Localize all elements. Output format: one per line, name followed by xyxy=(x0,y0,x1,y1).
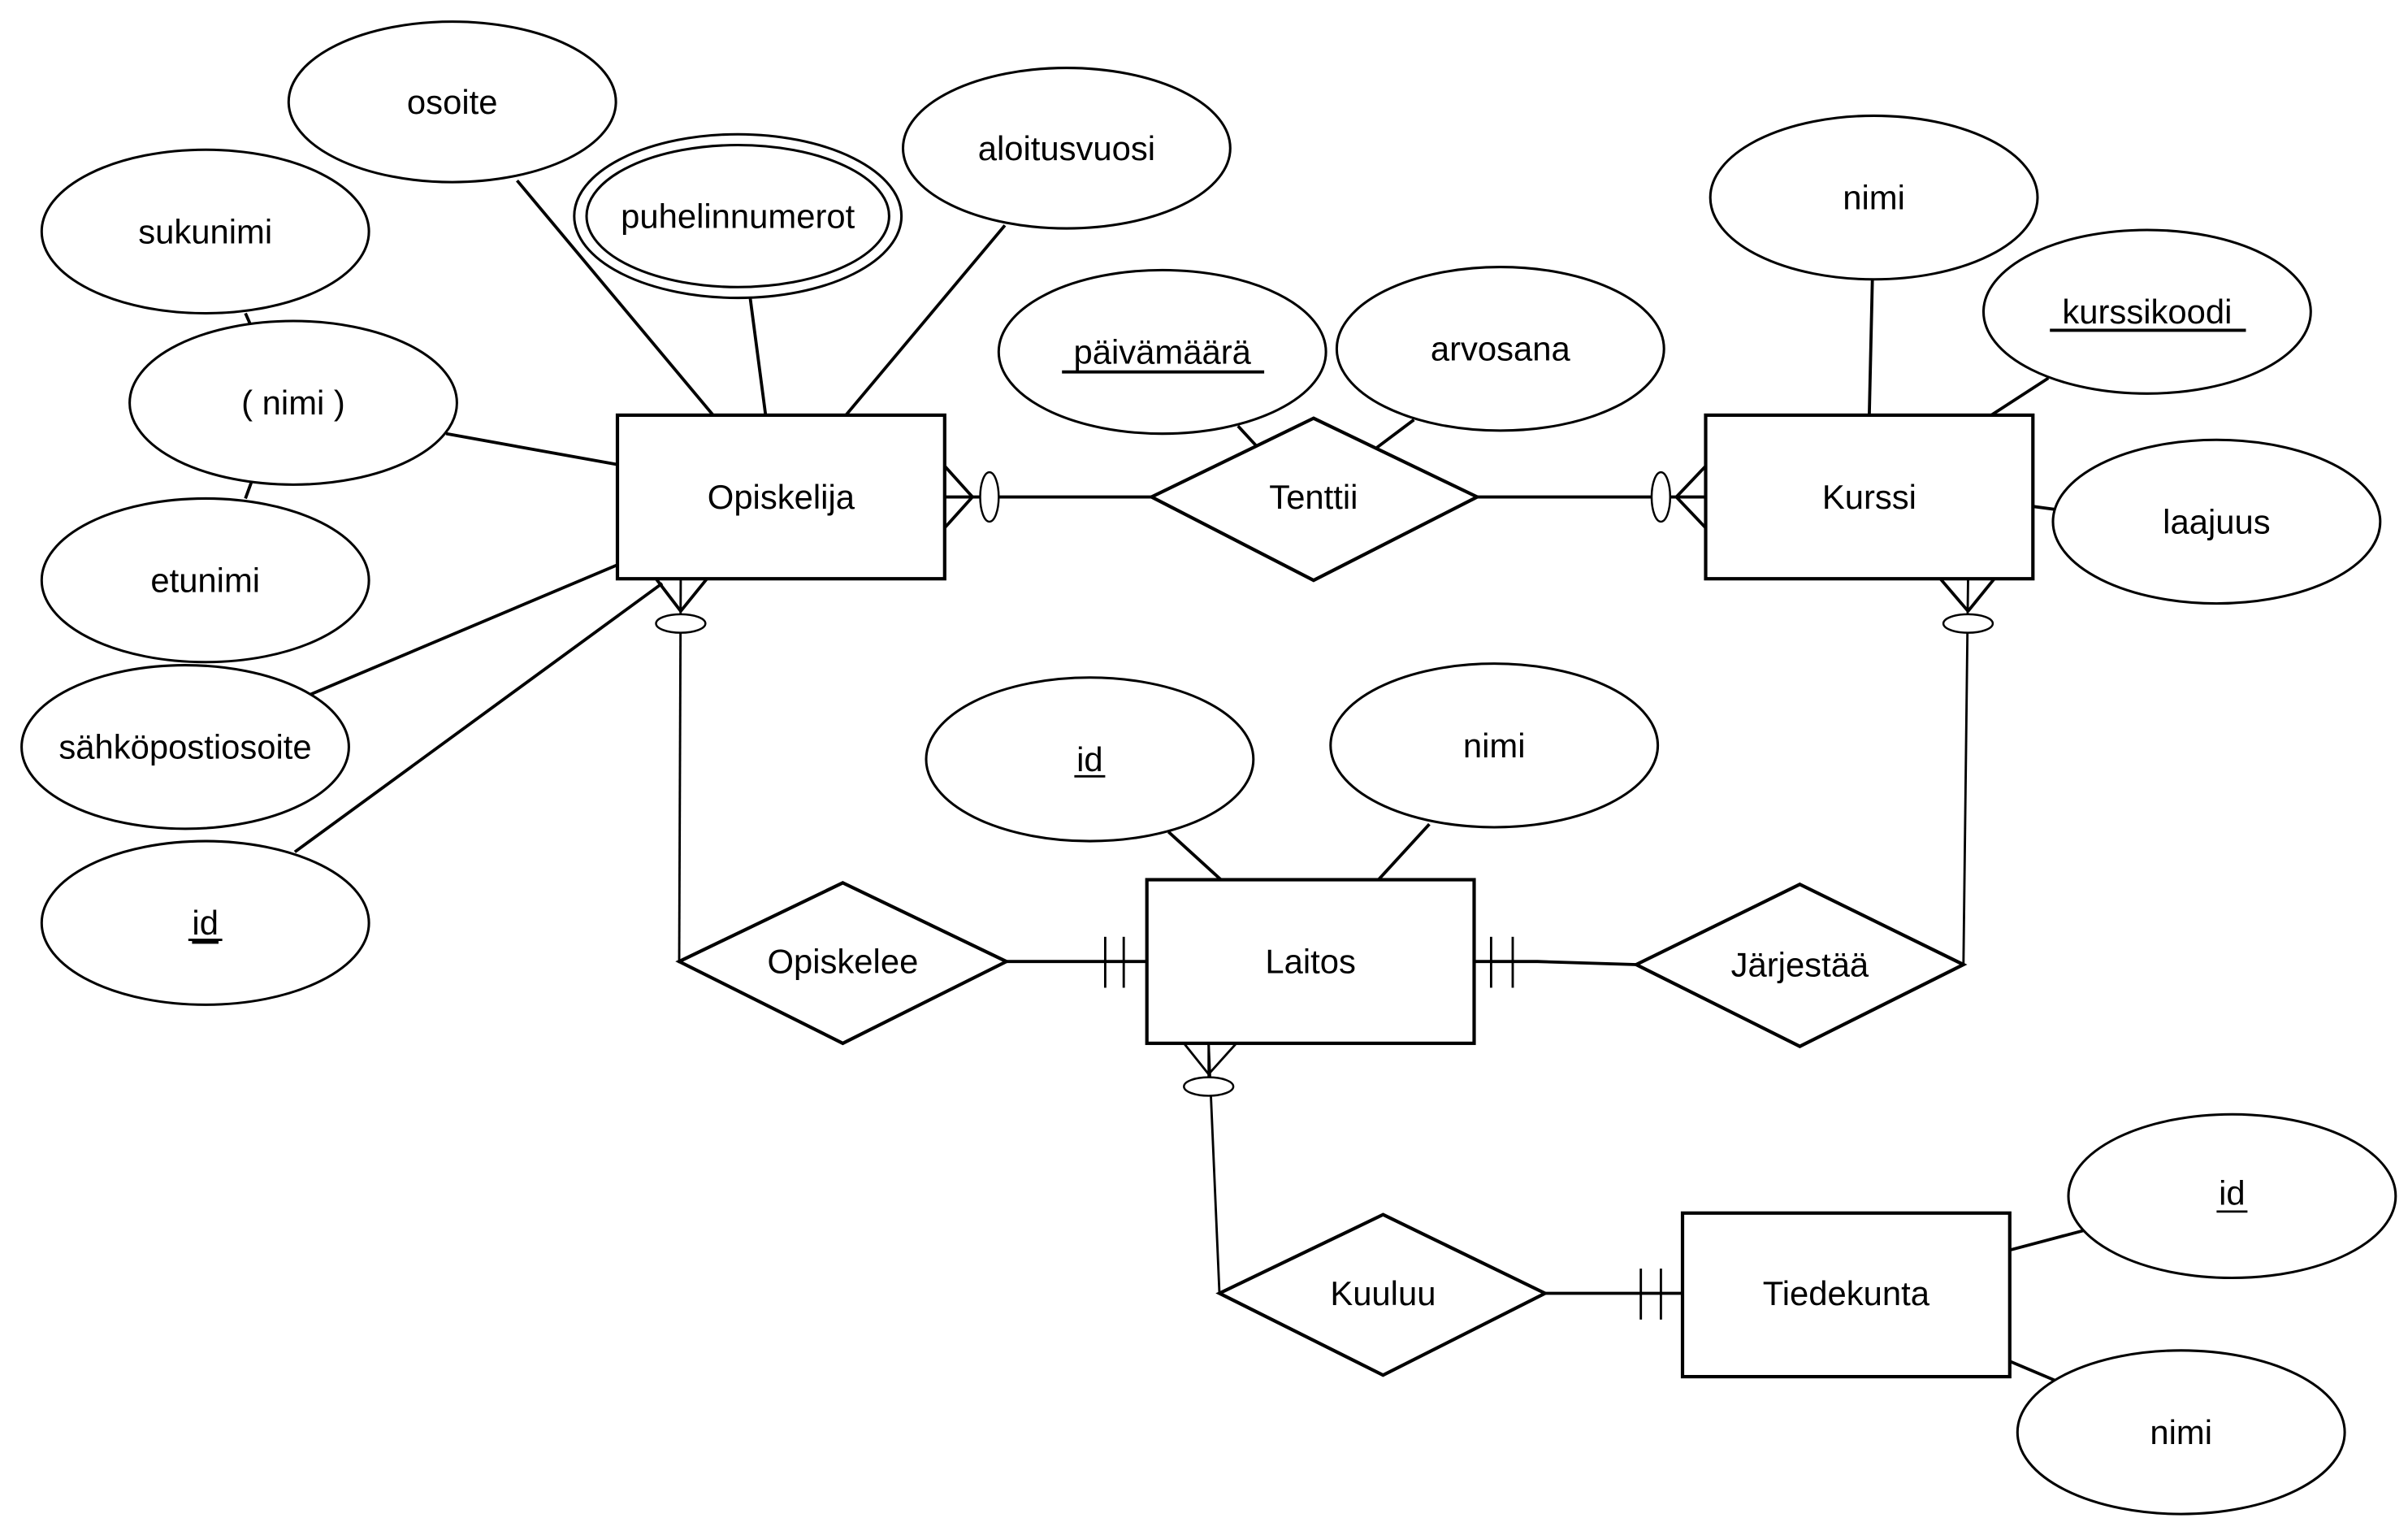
entity-opiskelija[interactable]: Opiskelija xyxy=(615,413,946,581)
attribute-label: id xyxy=(192,904,219,942)
relationship-label: Järjestää xyxy=(1731,946,1869,984)
relationships: Tenttii Opiskelee Järjestää Kuuluu xyxy=(675,416,1968,1377)
entity-kurssi[interactable]: Kurssi xyxy=(1704,413,2035,581)
connector-laajuus xyxy=(2031,505,2055,511)
attribute-nimi-composite[interactable]: ( nimi ) xyxy=(128,319,458,486)
connector-arvosana xyxy=(1375,419,1415,449)
attribute-sukunimi[interactable]: sukunimi xyxy=(40,148,370,315)
connector-id xyxy=(293,582,664,853)
relationship-label: Tenttii xyxy=(1269,478,1358,516)
connector-etunimi xyxy=(244,480,253,500)
attribute-label: sähköpostiosoite xyxy=(58,728,311,766)
attribute-label: kurssikoodi xyxy=(2062,293,2232,331)
attribute-aloitusvuosi[interactable]: aloitusvuosi xyxy=(901,67,1232,230)
attribute-tiedekunta-id-key[interactable]: id xyxy=(2067,1112,2397,1280)
relationship-kuuluu[interactable]: Kuuluu xyxy=(1215,1212,1549,1377)
connector-kurssi-nimi xyxy=(1868,279,1874,415)
entity-tiedekunta[interactable]: Tiedekunta xyxy=(1680,1211,2012,1379)
connector-paivamaara xyxy=(1236,424,1258,448)
attribute-label: nimi xyxy=(1463,726,1526,765)
attribute-label: ( nimi ) xyxy=(241,384,345,422)
attribute-label: aloitusvuosi xyxy=(978,129,1155,167)
attribute-arvosana[interactable]: arvosana xyxy=(1335,266,1665,432)
connector-sahkopostiosoite xyxy=(310,563,618,696)
crowfoot-many-icon xyxy=(654,578,708,613)
attributes: osoite puhelinnumerot aloitusvuosi sukun… xyxy=(20,20,2397,1516)
attribute-label: nimi xyxy=(2150,1413,2212,1451)
connector-laitos-nimi xyxy=(1377,822,1431,881)
attribute-label: nimi xyxy=(1843,179,1905,217)
attribute-puhelinnumerot-multivalued[interactable]: puhelinnumerot xyxy=(573,132,903,300)
connector-kurssikoodi xyxy=(1990,376,2050,417)
attribute-laitos-id-key[interactable]: id xyxy=(925,676,1255,843)
attribute-sahkopostiosoite[interactable]: sähköpostiosoite xyxy=(20,664,350,831)
exactly-one-icon xyxy=(1103,936,1125,988)
attribute-label: puhelinnumerot xyxy=(621,197,855,235)
connector-tiedekunta-nimi xyxy=(2009,1360,2062,1385)
attribute-label: päivämäärä xyxy=(1074,333,1252,371)
attribute-paivamaara-key[interactable]: päivämäärä xyxy=(997,268,1327,436)
entities: Opiskelija Kurssi Laitos Tiedekunta xyxy=(615,413,2035,1379)
connectors xyxy=(244,179,2086,1385)
attribute-label: id xyxy=(1076,740,1103,779)
connector-puhelinnumerot xyxy=(748,297,768,416)
connector-laitos-id xyxy=(1167,831,1223,881)
relationship-opiskelee[interactable]: Opiskelee xyxy=(675,881,1011,1046)
attribute-laitos-nimi[interactable]: nimi xyxy=(1329,662,1660,829)
exactly-one-icon xyxy=(1489,936,1514,988)
relationship-label: Opiskelee xyxy=(767,943,918,981)
line-laitos-jarjestaa xyxy=(1474,960,1637,966)
connector-aloitusvuosi xyxy=(844,224,1007,417)
entity-label: Tiedekunta xyxy=(1763,1274,1930,1312)
attribute-kurssi-nimi[interactable]: nimi xyxy=(1709,114,2039,281)
attribute-etunimi[interactable]: etunimi xyxy=(40,497,370,664)
entity-label: Laitos xyxy=(1265,943,1356,981)
attribute-label: arvosana xyxy=(1431,330,1571,368)
connector-nimi xyxy=(445,432,618,466)
crowfoot-many-icon xyxy=(943,465,974,529)
attribute-opiskelija-id-key[interactable]: id xyxy=(40,839,370,1006)
attribute-label: id xyxy=(2219,1174,2246,1212)
relationship-tenttii[interactable]: Tenttii xyxy=(1147,416,1482,583)
attribute-label: etunimi xyxy=(150,562,260,600)
line-jarjestaa-kurssi xyxy=(1962,579,1969,965)
attribute-label: sukunimi xyxy=(138,212,272,250)
optional-zero-icon xyxy=(1650,471,1672,523)
relationship-label: Kuuluu xyxy=(1330,1274,1436,1312)
connector-osoite xyxy=(516,179,715,417)
line-opiskelija-opiskelee xyxy=(678,579,682,964)
connector-tiedekunta-id xyxy=(2009,1228,2086,1252)
attribute-label: laajuus xyxy=(2163,502,2270,540)
exactly-one-icon xyxy=(1639,1269,1662,1320)
crowfoot-many-icon xyxy=(1183,1042,1237,1078)
attribute-laajuus[interactable]: laajuus xyxy=(2051,438,2382,605)
attribute-label: osoite xyxy=(407,83,498,121)
crowfoot-many-icon xyxy=(1675,465,1707,529)
attribute-tiedekunta-nimi[interactable]: nimi xyxy=(2016,1349,2346,1516)
cardinality-markers xyxy=(654,465,1996,1320)
entity-laitos[interactable]: Laitos xyxy=(1145,878,1476,1045)
optional-zero-icon xyxy=(655,613,707,634)
optional-zero-icon xyxy=(979,471,1000,523)
entity-label: Kurssi xyxy=(1822,478,1916,516)
optional-zero-icon xyxy=(1942,613,1994,634)
entity-label: Opiskelija xyxy=(708,478,855,516)
attribute-osoite[interactable]: osoite xyxy=(287,20,617,184)
attribute-kurssikoodi-key[interactable]: kurssikoodi xyxy=(1981,228,2312,395)
crowfoot-many-icon xyxy=(1938,577,1996,613)
optional-zero-icon xyxy=(1183,1076,1235,1097)
relationship-jarjestaa[interactable]: Järjestää xyxy=(1632,882,1968,1048)
